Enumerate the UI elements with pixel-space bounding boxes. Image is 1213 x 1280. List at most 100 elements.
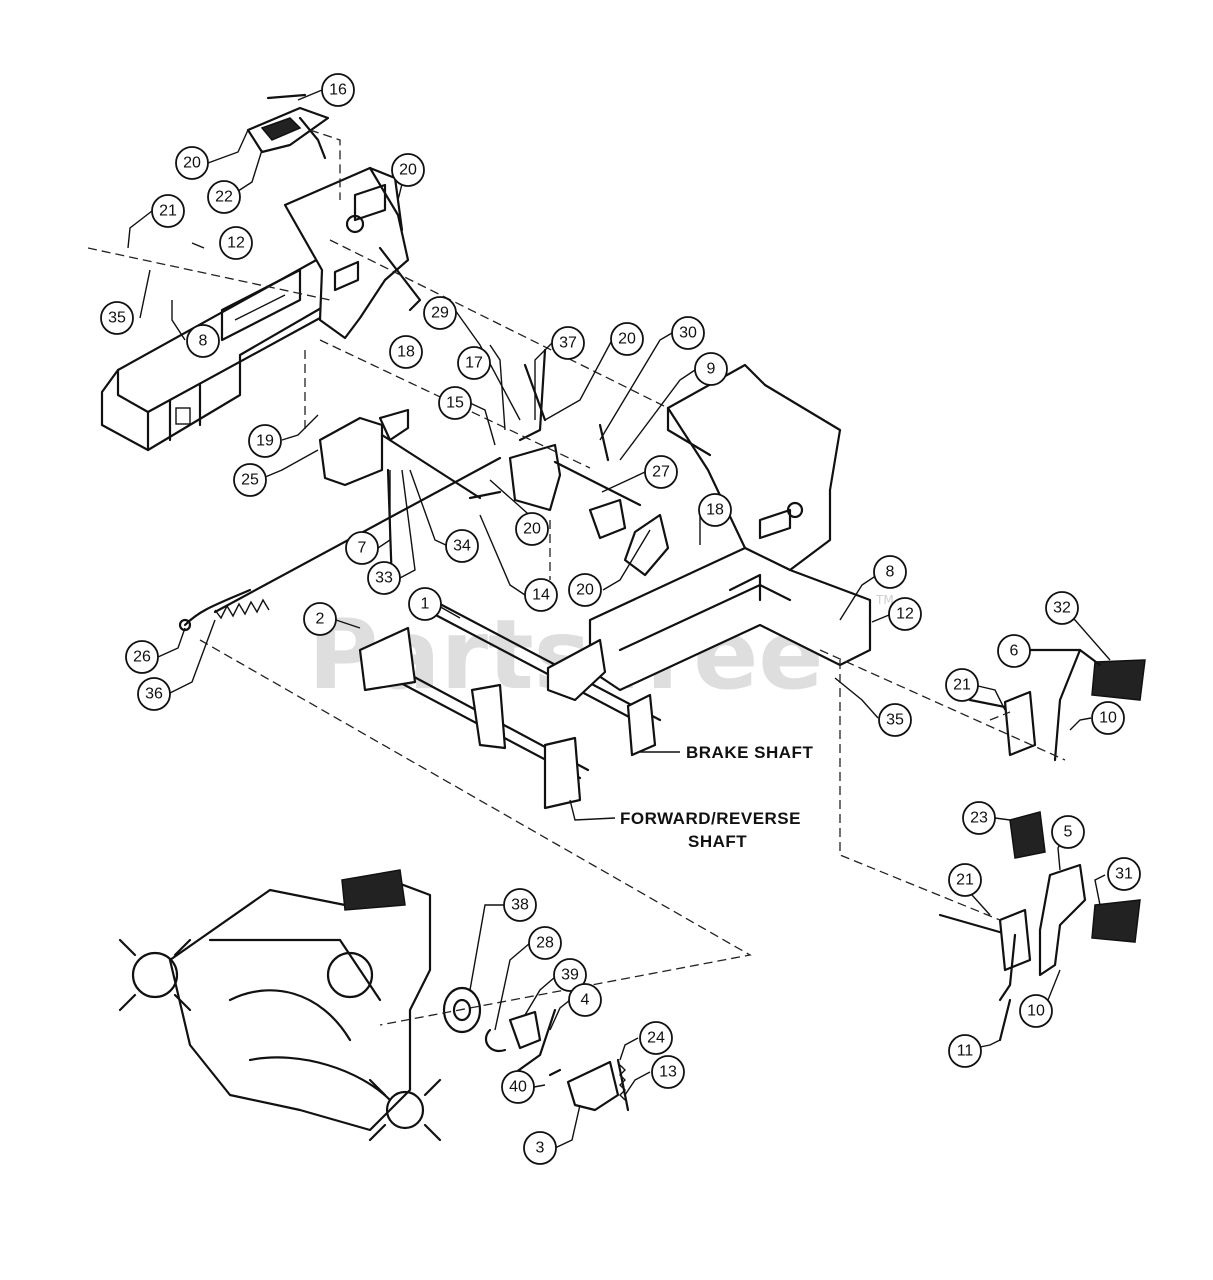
callout-28[interactable]: 28	[528, 926, 562, 960]
svg-text:12: 12	[227, 235, 245, 252]
svg-text:39: 39	[561, 967, 579, 984]
svg-text:8: 8	[886, 564, 895, 581]
forward-reverse-shaft	[358, 626, 590, 810]
callout-21-b[interactable]: 21	[945, 668, 979, 702]
callout-32[interactable]: 32	[1045, 591, 1079, 625]
leader-lines	[127, 89, 1111, 1149]
callout-25[interactable]: 25	[233, 463, 267, 497]
svg-text:20: 20	[523, 521, 541, 538]
callout-29[interactable]: 29	[423, 296, 457, 330]
callout-3[interactable]: 3	[523, 1131, 557, 1165]
callout-15[interactable]: 15	[438, 386, 472, 420]
callout-36[interactable]: 36	[137, 677, 171, 711]
svg-text:26: 26	[133, 649, 151, 666]
callout-20-d[interactable]: 20	[515, 512, 549, 546]
dashed-guides	[87, 129, 1066, 1026]
callout-33[interactable]: 33	[367, 561, 401, 595]
transaxle	[118, 869, 442, 1142]
callout-10-a[interactable]: 10	[1091, 701, 1125, 735]
callout-21-a[interactable]: 21	[151, 194, 185, 228]
label-brake-shaft: BRAKE SHAFT	[686, 743, 813, 762]
callout-18-b[interactable]: 18	[698, 493, 732, 527]
callout-8-a[interactable]: 8	[186, 324, 220, 358]
callout-20-b[interactable]: 20	[391, 153, 425, 187]
svg-text:33: 33	[375, 570, 393, 587]
callout-30[interactable]: 30	[671, 316, 705, 350]
svg-text:28: 28	[536, 935, 554, 952]
svg-text:25: 25	[241, 472, 259, 489]
callout-5[interactable]: 5	[1051, 815, 1085, 849]
callout-34[interactable]: 34	[445, 529, 479, 563]
svg-text:27: 27	[652, 464, 670, 481]
callout-11[interactable]: 11	[948, 1034, 982, 1068]
callout-20-a[interactable]: 20	[175, 146, 209, 180]
callout-20-e[interactable]: 20	[568, 573, 602, 607]
callout-17[interactable]: 17	[457, 346, 491, 380]
callout-12-b[interactable]: 12	[888, 597, 922, 631]
svg-text:30: 30	[679, 325, 697, 342]
svg-text:6: 6	[1010, 643, 1019, 660]
svg-text:22: 22	[215, 189, 233, 206]
callout-37[interactable]: 37	[551, 326, 585, 360]
svg-text:21: 21	[956, 872, 974, 889]
svg-text:23: 23	[970, 810, 988, 827]
brake-shaft	[428, 602, 662, 757]
callout-8-b[interactable]: 8	[873, 555, 907, 589]
label-forward-reverse-line2: SHAFT	[688, 832, 747, 851]
watermark-trademark: TM	[875, 593, 894, 607]
svg-text:7: 7	[358, 540, 367, 557]
forward-pedal-assembly	[938, 811, 1141, 1042]
callout-20-c[interactable]: 20	[610, 322, 644, 356]
frame-channel-left	[100, 256, 337, 452]
svg-text:12: 12	[896, 606, 914, 623]
svg-text:8: 8	[199, 333, 208, 350]
callout-18-a[interactable]: 18	[389, 335, 423, 369]
callout-35-a[interactable]: 35	[100, 301, 134, 335]
svg-text:11: 11	[957, 1043, 974, 1060]
callout-22[interactable]: 22	[207, 180, 241, 214]
svg-text:29: 29	[431, 305, 449, 322]
svg-text:1: 1	[421, 596, 430, 613]
callout-2[interactable]: 2	[303, 602, 337, 636]
svg-text:14: 14	[532, 587, 550, 604]
svg-text:20: 20	[576, 582, 594, 599]
svg-text:10: 10	[1027, 1003, 1045, 1020]
svg-text:15: 15	[446, 395, 464, 412]
callout-39[interactable]: 39	[553, 958, 587, 992]
svg-text:20: 20	[618, 331, 636, 348]
svg-text:17: 17	[465, 355, 483, 372]
label-forward-reverse-line1: FORWARD/REVERSE	[620, 809, 801, 828]
callout-7[interactable]: 7	[345, 531, 379, 565]
svg-text:18: 18	[397, 344, 415, 361]
svg-text:20: 20	[183, 155, 201, 172]
svg-text:2: 2	[316, 611, 325, 628]
callout-6[interactable]: 6	[997, 634, 1031, 668]
callout-31[interactable]: 31	[1107, 857, 1141, 891]
callout-10-b[interactable]: 10	[1019, 994, 1053, 1028]
callout-1[interactable]: 1	[408, 587, 442, 621]
callout-19[interactable]: 19	[248, 424, 282, 458]
svg-text:13: 13	[659, 1064, 677, 1081]
frame-channel-right	[588, 546, 872, 692]
callout-14[interactable]: 14	[524, 578, 558, 612]
callout-4[interactable]: 4	[568, 983, 602, 1017]
svg-text:34: 34	[453, 538, 471, 555]
callout-12-a[interactable]: 12	[219, 226, 253, 260]
svg-text:32: 32	[1053, 600, 1071, 617]
svg-text:3: 3	[536, 1140, 545, 1157]
callout-16[interactable]: 16	[321, 73, 355, 107]
callout-23[interactable]: 23	[962, 801, 996, 835]
callout-24[interactable]: 24	[639, 1021, 673, 1055]
svg-text:16: 16	[329, 82, 347, 99]
svg-text:10: 10	[1099, 710, 1117, 727]
svg-text:5: 5	[1064, 824, 1073, 841]
callout-38[interactable]: 38	[503, 888, 537, 922]
callout-27[interactable]: 27	[644, 455, 678, 489]
callout-26[interactable]: 26	[125, 640, 159, 674]
callout-35-b[interactable]: 35	[878, 703, 912, 737]
callout-9[interactable]: 9	[694, 352, 728, 386]
callout-13[interactable]: 13	[651, 1055, 685, 1089]
callout-40[interactable]: 40	[501, 1070, 535, 1104]
callout-21-c[interactable]: 21	[948, 863, 982, 897]
